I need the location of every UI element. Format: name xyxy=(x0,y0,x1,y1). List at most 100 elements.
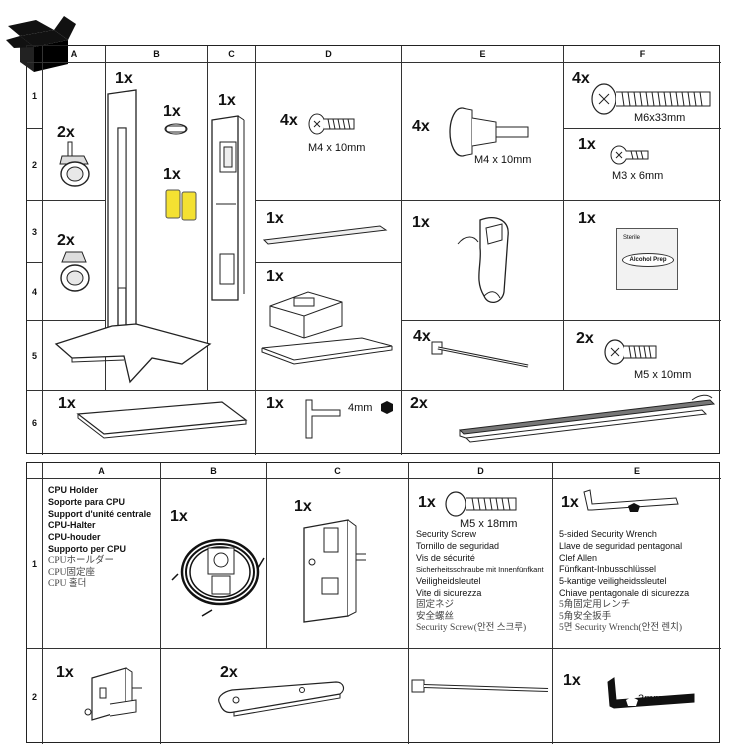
name-line: Veiligheidsleutel xyxy=(416,576,481,587)
cell-e-1 xyxy=(553,479,721,649)
name-line: Security Screw(안전 스크루) xyxy=(416,623,527,634)
yellow-pads-icon xyxy=(165,189,197,221)
pentagon-wrench-icon xyxy=(583,489,679,512)
name-line: CPU固定座 xyxy=(48,567,95,578)
qty-e-tie: 4x xyxy=(413,328,431,345)
col-header-b: B xyxy=(106,46,208,63)
row-number-2: 2 xyxy=(27,129,43,201)
adhesive-strips-icon xyxy=(458,394,716,443)
label-f-screw-small: M3 x 6mm xyxy=(612,170,664,182)
qty-d-screw: 4x xyxy=(280,112,298,129)
name-line: CPU 홀더 xyxy=(48,579,87,590)
col-header-a: A xyxy=(43,46,106,63)
hex-key-icon xyxy=(305,399,341,439)
bracket-icon xyxy=(303,519,366,623)
cell-a-1-2 xyxy=(43,63,106,201)
cell-f-5 xyxy=(564,321,721,391)
label-e-knob: M4 x 10mm xyxy=(474,154,532,166)
qty-casters-top: 2x xyxy=(57,124,75,141)
l-bracket-icon xyxy=(84,667,142,721)
handle-bar-icon xyxy=(218,681,345,717)
cable-tie-icon xyxy=(411,679,549,693)
cell-e-3-4 xyxy=(402,201,564,321)
alcohol-prep-pad: Sterile Alcohol Prep xyxy=(616,228,678,290)
row-number-1: 1 xyxy=(27,63,43,129)
row-number-2: 2 xyxy=(27,649,43,744)
cell-d-2 xyxy=(409,649,553,744)
col-header-d: D xyxy=(409,463,553,479)
label-f-screw-long: M6x33mm xyxy=(634,112,686,124)
name-line: 5-sided Security Wrench xyxy=(559,529,657,539)
small-screw-icon xyxy=(610,145,649,165)
pad-text-sterile: Sterile xyxy=(623,235,641,241)
cell-b-1 xyxy=(161,479,267,649)
qty-row6-hex: 1x xyxy=(266,395,284,412)
cell-f-1 xyxy=(564,63,721,129)
qty-f-wipe: 1x xyxy=(578,210,596,227)
name-line: 5면 Security Wrench(안전 렌치) xyxy=(559,623,683,634)
qty-f-screw-small: 1x xyxy=(578,136,596,153)
cell-c-1 xyxy=(267,479,409,649)
cell-6-ac xyxy=(43,391,256,455)
cell-c-1-5 xyxy=(208,63,256,391)
caster-wheel-icon xyxy=(59,141,90,187)
parts-table-bottom: A B C D E 1 2 xyxy=(26,462,721,744)
qty-d-tray: 1x xyxy=(266,268,284,285)
qty-e-knob: 4x xyxy=(412,118,430,135)
cell-d-4-5 xyxy=(256,263,402,391)
name-line: Security Screw xyxy=(416,529,477,539)
qty-security-wrench: 1x xyxy=(561,494,579,511)
col-header-e: E xyxy=(402,46,564,63)
cell-d-1 xyxy=(409,479,553,649)
cell-e-5 xyxy=(402,321,564,391)
corner xyxy=(27,463,43,479)
corner xyxy=(27,46,43,63)
name-line: CPU-Halter xyxy=(48,520,96,531)
cell-a-2 xyxy=(43,649,161,744)
label-d-screw: M4 x 10mm xyxy=(308,142,366,154)
qty-r2-a: 1x xyxy=(56,664,74,681)
col-header-d: D xyxy=(256,46,402,63)
cell-d-1-2 xyxy=(256,63,402,201)
name-line: Vis de sécurité xyxy=(416,552,475,563)
row-number-3: 3 xyxy=(27,201,43,263)
qty-d-rail: 1x xyxy=(266,210,284,227)
pad-text-alcohol: Alcohol Prep xyxy=(622,253,674,267)
mount-column-icon xyxy=(211,115,245,301)
qty-stand: 1x xyxy=(115,70,133,87)
cell-a-3-4 xyxy=(43,201,106,321)
security-wrench-names: 5-sided Security Wrench Llave de segurid… xyxy=(559,529,689,635)
col-header-a: A xyxy=(43,463,161,479)
keyboard-tray-icon xyxy=(261,291,393,365)
name-line: Clef Allen xyxy=(559,552,598,563)
name-line: 5角固定用レンチ xyxy=(559,599,631,610)
qty-casters-bottom: 2x xyxy=(57,232,75,249)
qty-f-screw-long: 4x xyxy=(572,70,590,87)
parts-table-top: A B C D E F 1 2 3 4 5 6 xyxy=(26,45,721,455)
row-number-6: 6 xyxy=(27,391,43,455)
cell-f-3-4 xyxy=(564,201,721,321)
name-line: Sicherheitsschraube mit Innenfünfkant xyxy=(416,565,544,575)
row-number-4: 4 xyxy=(27,263,43,321)
qty-f-screw-mid: 2x xyxy=(576,330,594,347)
screw-icon xyxy=(308,113,355,135)
cell-bc-2 xyxy=(161,649,409,744)
qty-small-part: 1x xyxy=(163,103,181,120)
qty-column: 1x xyxy=(218,92,236,109)
name-line: CPUホールダー xyxy=(48,555,114,566)
name-line: Soporte para CPU xyxy=(48,496,126,507)
qty-r2-b: 2x xyxy=(220,664,238,681)
name-line: Supporto per CPU xyxy=(48,543,126,554)
cable-clip-icon xyxy=(457,217,509,303)
cell-e-1-2 xyxy=(402,63,564,201)
row-number-5: 5 xyxy=(27,321,43,391)
cell-a-1 xyxy=(43,479,161,649)
cell-b-1-5 xyxy=(106,63,208,391)
caster-wheel-icon xyxy=(60,251,90,292)
qty-yellow-pads: 1x xyxy=(163,166,181,183)
name-line: Fünfkant-Inbusschlüssel xyxy=(559,564,657,575)
label-security-screw: M5 x 18mm xyxy=(460,518,518,530)
label-f-screw-mid: M5 x 10mm xyxy=(634,369,692,381)
cell-6-d xyxy=(256,391,402,455)
col-header-e: E xyxy=(553,463,721,479)
